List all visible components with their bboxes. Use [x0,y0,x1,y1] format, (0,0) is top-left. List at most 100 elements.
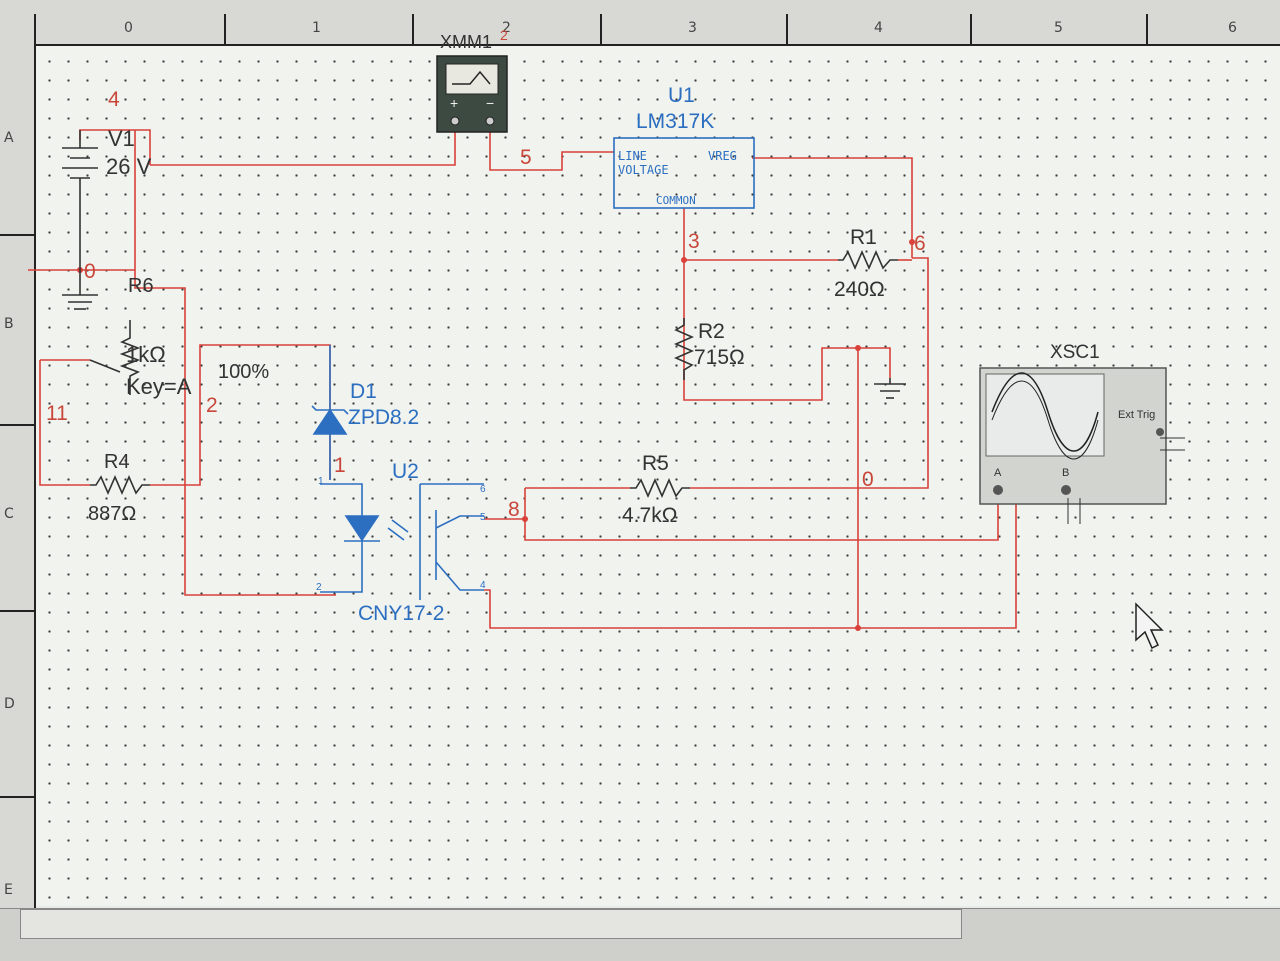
ruler-col-0: 0 [124,20,133,36]
r4-ref: R4 [104,451,130,473]
ruler-col-2: 2 [502,20,511,36]
u1-pin-vreg: VREG [708,149,737,163]
r5-resistor-icon [630,478,690,498]
r6-wiper [89,359,121,373]
d1-ref: D1 [350,380,377,403]
xsc1-oscilloscope[interactable] [979,367,1185,524]
schematic-canvas[interactable] [36,46,1280,906]
r5-ref: R5 [642,452,669,475]
r6-value: 1kΩ [126,342,166,367]
u1-pin-voltage: VOLTAGE [618,163,669,177]
net-label-1: 1 [334,454,346,477]
u1-regulator[interactable] [613,137,755,209]
top-ruler: 0 1 2 3 4 5 6 [0,0,1280,46]
ruler-row-e: E [4,882,13,898]
svg-text:+: + [450,95,458,111]
ruler-col-5: 5 [1054,20,1063,36]
r2-value: 715Ω [694,346,745,369]
u2-optocoupler[interactable] [320,483,484,600]
sine-wave-icon [991,372,1099,452]
ruler-row-d: D [4,696,15,712]
v1-value: 26 V [106,154,152,179]
ruler-tick [34,14,36,44]
r4-value: 887Ω [88,503,136,525]
wire [752,157,913,258]
xsc1-channel-a: A [994,467,1002,479]
r6-key: Key=A [126,374,192,399]
wire [683,208,891,401]
net-label-4: 4 [108,88,120,111]
net-label-5: 5 [520,146,532,169]
wire [150,130,456,166]
scrollbar-thumb[interactable] [20,909,962,939]
mouse-cursor-icon [1135,602,1164,650]
r6-ref: R6 [128,275,154,297]
u1-pin-common: COMMON [656,194,696,207]
labels: V1 26 V R6 1kΩ Key=A 100% R4 887Ω D1 ZPD… [46,27,1155,625]
wire [489,130,614,171]
ruler-tick [0,610,34,612]
ruler-row-a: A [4,130,14,146]
d1-zener-icon[interactable] [311,345,349,480]
r1-value: 240Ω [834,278,885,301]
r2-resistor-icon [674,318,694,380]
d1-value: ZPD8.2 [348,406,419,429]
net-label-2: 2 [206,394,218,417]
v1-battery[interactable] [62,130,98,310]
r1-resistor-icon [838,250,898,270]
r6-percent: 100% [218,361,269,383]
u2-ref: U2 [392,460,419,483]
ruler-tick [970,14,972,44]
net-label-0: 0 [84,260,96,283]
ruler-col-3: 3 [688,20,697,36]
ruler-row-c: C [4,506,14,522]
net-label-2-xmm: 2 [500,27,508,43]
r1-ref: R1 [850,226,877,249]
u2-pin-5: 5 [480,512,486,523]
ruler-tick [0,796,34,798]
u2-pin-2: 2 [316,582,322,593]
svg-text:−: − [486,95,494,111]
net-label-8: 8 [508,498,520,521]
net-label-6: 6 [914,232,926,255]
u1-pin-line: LINE [618,149,647,163]
ruler-col-6: 6 [1228,20,1237,36]
net-label-11: 11 [46,402,68,425]
wire [524,488,999,541]
xsc1-ext-trig: Ext Trig [1118,409,1155,421]
wire [484,498,1017,629]
ruler-tick [0,234,34,236]
wire [858,257,929,489]
ruler-row-b: B [4,316,14,332]
ruler-tick [0,424,34,426]
r5-value: 4.7kΩ [622,504,677,527]
resistor-symbols [89,250,898,498]
r6-potentiometer-icon [119,320,141,395]
ruler-tick [412,14,414,44]
u1-ref: U1 [668,84,695,107]
junctions [77,239,915,631]
r4-resistor-icon [90,475,150,495]
horizontal-scrollbar[interactable] [0,908,1280,961]
ground-icon [874,378,906,399]
left-ruler: A B C D E [0,44,36,910]
net-label-3: 3 [688,230,700,253]
wires [28,129,1017,629]
u2-value: CNY17-2 [358,602,444,625]
ruler-col-4: 4 [874,20,883,36]
xmm1-multimeter[interactable]: + − [436,55,508,133]
v1-ref: V1 [108,126,135,151]
net-label-0-ground: 0 [862,468,874,491]
wire [134,130,336,596]
u2-pin-6: 6 [480,484,486,495]
xsc1-channel-b: B [1062,467,1069,479]
ruler-tick [786,14,788,44]
ruler-tick [224,14,226,44]
ruler-tick [600,14,602,44]
xsc1-ref: XSC1 [1050,342,1100,363]
ruler-col-1: 1 [312,20,321,36]
r2-ref: R2 [698,320,725,343]
u2-pin-4: 4 [480,580,486,591]
u1-value: LM317K [636,110,714,133]
